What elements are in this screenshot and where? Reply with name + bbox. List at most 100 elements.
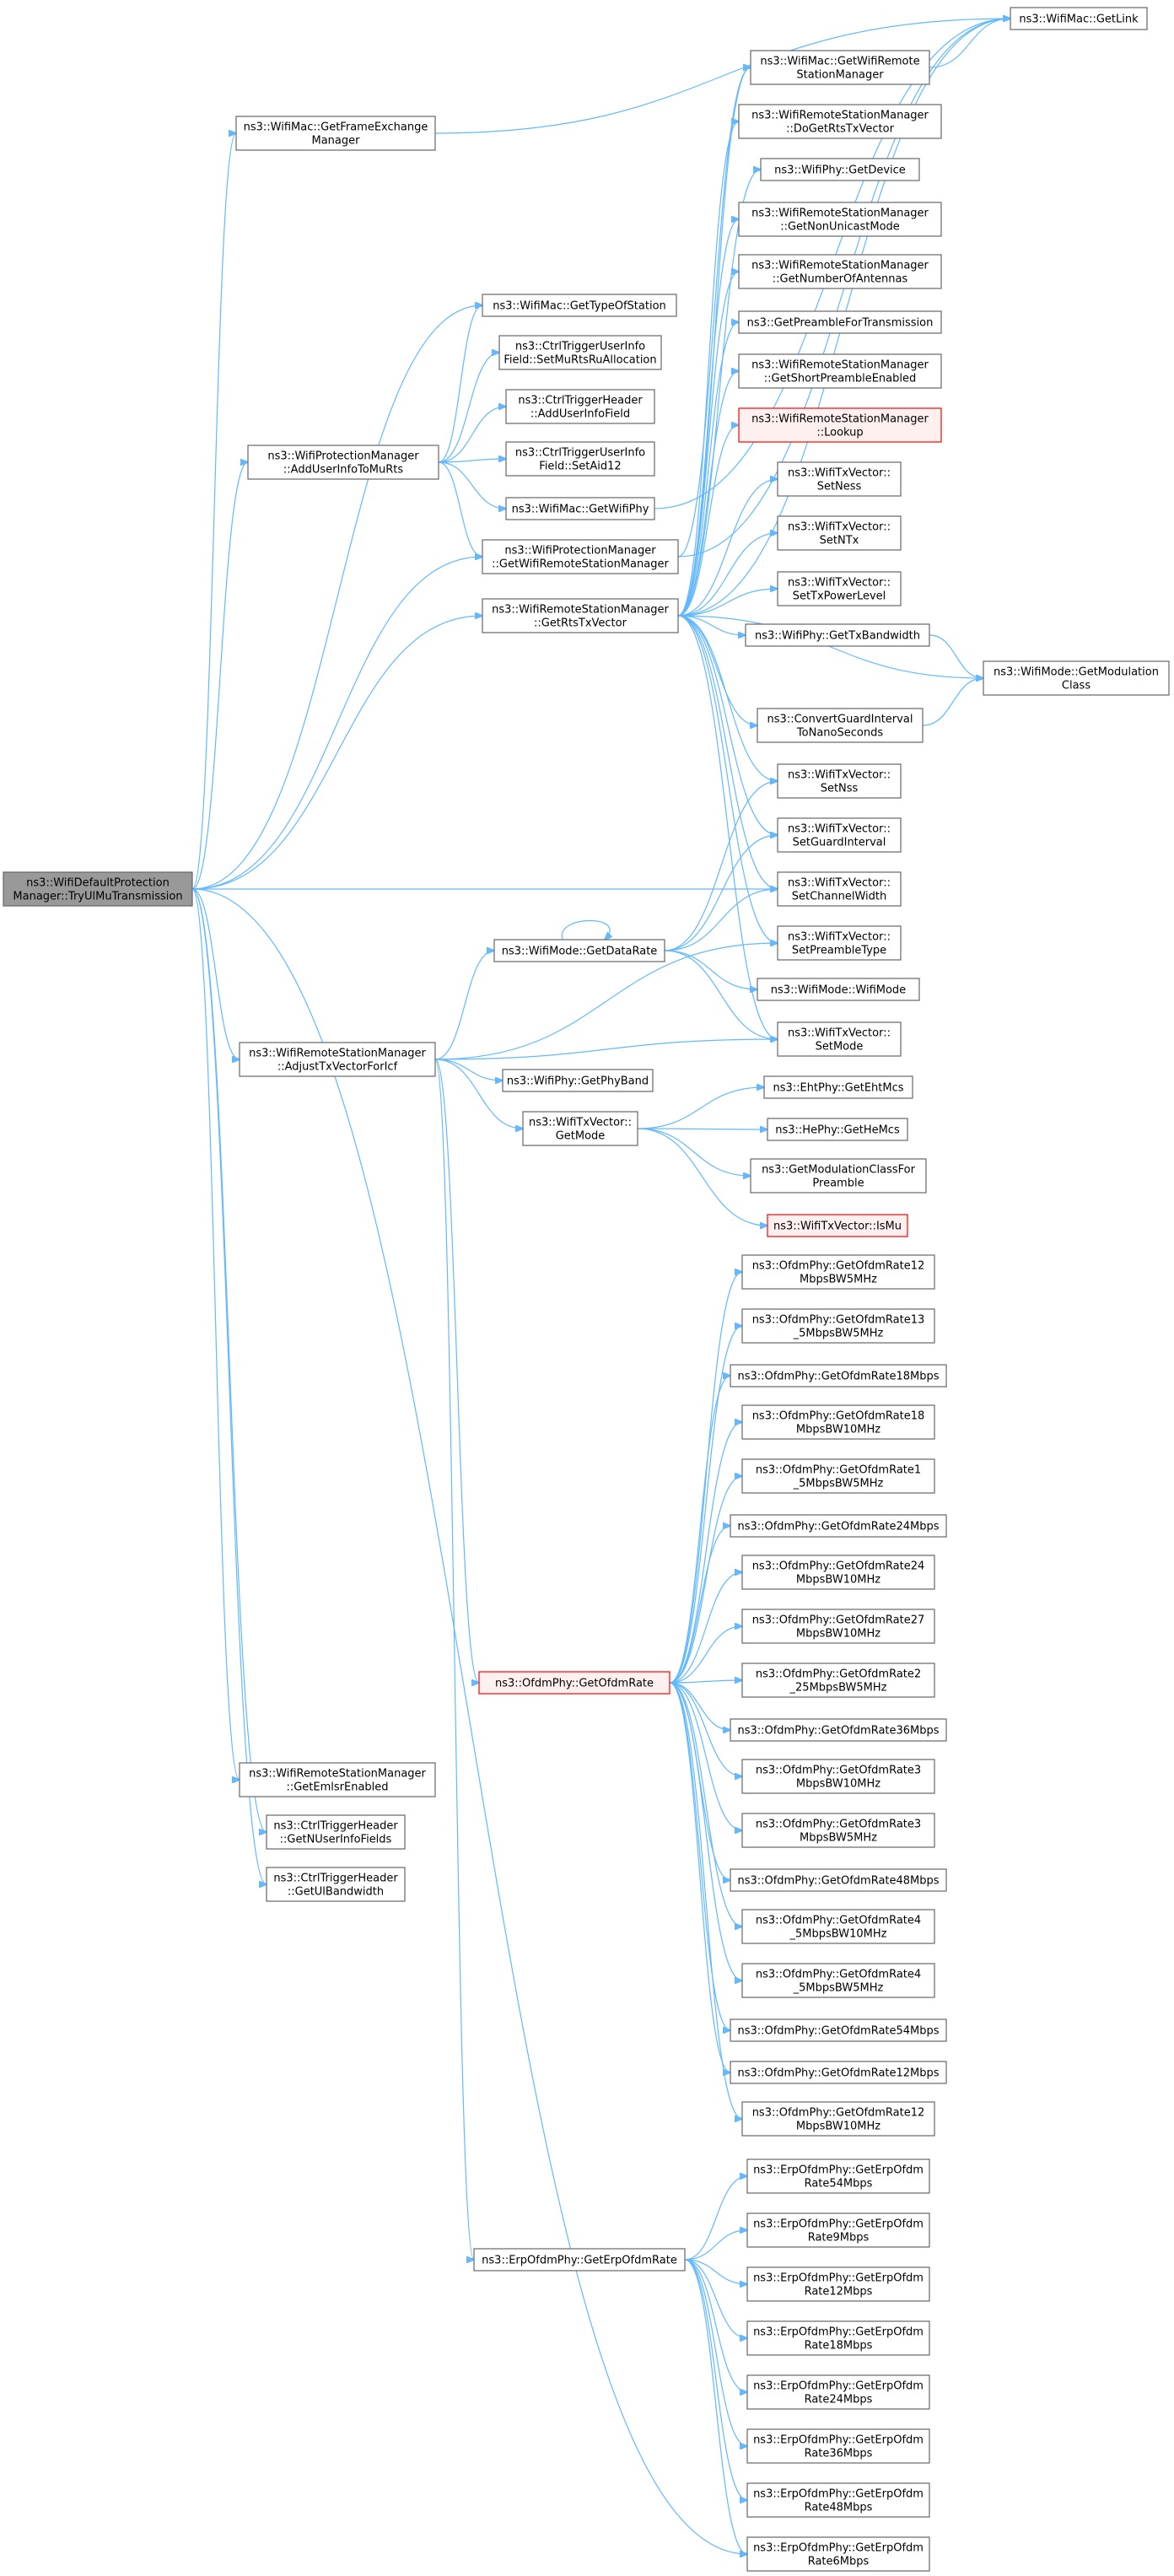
node-set-ness-top[interactable]: ns3::WifiTxVector::SetNess [777, 461, 902, 497]
node-set-preamble-type[interactable]: ns3::WifiTxVector::SetPreambleType [777, 925, 902, 961]
node-get-wifi-phy[interactable]: ns3::WifiMac::GetWifiPhy [505, 497, 655, 520]
node-label: ns3::WifiRemoteStationManager [751, 110, 929, 122]
node-label: Field::SetMuRtsRuAllocation [504, 354, 656, 367]
node-box [498, 335, 662, 370]
node-box [730, 2018, 947, 2042]
node-box [505, 497, 655, 520]
node-add-user-info-field[interactable]: ns3::CtrlTriggerHeader::AddUserInfoField [505, 389, 655, 424]
node-o48[interactable]: ns3::OfdmPhy::GetOfdmRate48Mbps [730, 1868, 947, 1892]
node-get-erp-ofdm-rate[interactable]: ns3::ErpOfdmPhy::GetErpOfdmRate [473, 2248, 686, 2272]
node-get-phy-band[interactable]: ns3::WifiPhy::GetPhyBand [502, 1069, 654, 1092]
edge-get-rts-tx-vector-to-set-preamble-type [677, 615, 778, 943]
edge-get-rts-tx-vector-to-set-ness-top [677, 479, 778, 617]
node-label: MbpsBW5MHz [800, 1274, 877, 1286]
node-get-eht-mcs[interactable]: ns3::EhtPhy::GetEhtMcs [763, 1075, 913, 1099]
node-label: ns3::ErpOfdmPhy::GetErpOfdm [753, 2164, 924, 2177]
node-o24[interactable]: ns3::OfdmPhy::GetOfdmRate24Mbps [730, 1514, 947, 1538]
node-get-preamble-for-transmission[interactable]: ns3::GetPreambleForTransmission [738, 310, 942, 334]
node-label: ::AddUserInfoToMuRts [283, 464, 403, 477]
node-root[interactable]: ns3::WifiDefaultProtectionManager::TryUl… [3, 871, 193, 907]
node-get-data-rate[interactable]: ns3::WifiMode::GetDataRate [493, 939, 665, 962]
node-o36[interactable]: ns3::OfdmPhy::GetOfdmRate36Mbps [730, 1718, 947, 1742]
node-set-guard-interval[interactable]: ns3::WifiTxVector::SetGuardInterval [777, 817, 902, 853]
edge-get-rts-tx-vector-to-do-get-rts-tx-vector [677, 121, 739, 617]
node-label: ns3::WifiPhy::GetPhyBand [507, 1075, 649, 1088]
node-set-mu-rts-ru-allocation[interactable]: ns3::CtrlTriggerUserInfoField::SetMuRtsR… [498, 335, 662, 370]
node-get-modulation-class[interactable]: ns3::WifiMode::GetModulationClass [983, 660, 1170, 696]
node-set-mode[interactable]: ns3::WifiTxVector::SetMode [777, 1021, 902, 1057]
edge-get-frame-exchange-manager-to-get-link [434, 19, 1010, 134]
node-get-number-of-antennas[interactable]: ns3::WifiRemoteStationManager::GetNumber… [738, 254, 942, 289]
node-box [757, 708, 924, 743]
node-get-wifi-remote-station-manager[interactable]: ns3::WifiMac::GetWifiRemoteStationManage… [750, 50, 930, 85]
node-add-user-info-to-mu-rts[interactable]: ns3::WifiProtectionManager::AddUserInfoT… [247, 445, 439, 480]
edge-get-rts-tx-vector-to-lookup [677, 425, 739, 617]
edge-get-ofdm-rate-to-o12-10 [669, 1682, 742, 2119]
node-lookup[interactable]: ns3::WifiRemoteStationManager::Lookup [738, 407, 942, 443]
node-tx-get-mode[interactable]: ns3::WifiTxVector::GetMode [522, 1111, 638, 1146]
node-get-short-preamble-enabled[interactable]: ns3::WifiRemoteStationManager::GetShortP… [738, 353, 942, 389]
edge-get-ofdm-rate-to-o24 [669, 1526, 730, 1684]
node-o4-5-5[interactable]: ns3::OfdmPhy::GetOfdmRate4_5MbpsBW5MHz [741, 1963, 935, 1998]
node-get-device[interactable]: ns3::WifiPhy::GetDevice [760, 158, 920, 181]
node-o1-5-5[interactable]: ns3::OfdmPhy::GetOfdmRate1_5MbpsBW5MHz [741, 1458, 935, 1494]
node-prot-get-wifi-remote-station-manager[interactable]: ns3::WifiProtectionManager::GetWifiRemot… [482, 539, 679, 574]
node-box [741, 1609, 935, 1644]
node-set-ntx[interactable]: ns3::WifiTxVector::SetNTx [777, 515, 902, 551]
node-o2-25-5[interactable]: ns3::OfdmPhy::GetOfdmRate2_25MbpsBW5MHz [741, 1663, 935, 1698]
node-set-nss[interactable]: ns3::WifiTxVector::SetNss [777, 763, 902, 799]
node-get-ul-bandwidth[interactable]: ns3::CtrlTriggerHeader::GetUlBandwidth [266, 1867, 406, 1902]
node-get-rts-tx-vector[interactable]: ns3::WifiRemoteStationManager::GetRtsTxV… [482, 598, 679, 633]
node-label: ns3::ConvertGuardInterval [767, 714, 913, 726]
node-get-type-of-station[interactable]: ns3::WifiMac::GetTypeOfStation [482, 294, 677, 317]
node-get-tx-bandwidth[interactable]: ns3::WifiPhy::GetTxBandwidth [745, 623, 930, 647]
node-label: ::GetUlBandwidth [288, 1886, 384, 1899]
node-get-nuser-info-fields[interactable]: ns3::CtrlTriggerHeader::GetNUserInfoFiel… [266, 1814, 406, 1850]
node-o18[interactable]: ns3::OfdmPhy::GetOfdmRate18Mbps [730, 1364, 947, 1388]
node-label: Rate9Mbps [808, 2232, 870, 2245]
node-o54[interactable]: ns3::OfdmPhy::GetOfdmRate54Mbps [730, 2018, 947, 2042]
node-do-get-rts-tx-vector[interactable]: ns3::WifiRemoteStationManager::DoGetRtsT… [738, 104, 942, 139]
node-o12[interactable]: ns3::OfdmPhy::GetOfdmRate12Mbps [730, 2061, 947, 2084]
node-get-link[interactable]: ns3::WifiMac::GetLink [1010, 7, 1148, 30]
node-get-non-unicast-mode[interactable]: ns3::WifiRemoteStationManager::GetNonUni… [738, 202, 942, 237]
node-o4-5-10[interactable]: ns3::OfdmPhy::GetOfdmRate4_5MbpsBW10MHz [741, 1909, 935, 1944]
node-get-ofdm-rate[interactable]: ns3::OfdmPhy::GetOfdmRate [478, 1671, 670, 1695]
edge-get-erp-ofdm-rate-to-e36 [684, 2259, 747, 2446]
node-set-tx-power-level[interactable]: ns3::WifiTxVector::SetTxPowerLevel [777, 571, 902, 606]
node-is-mu[interactable]: ns3::WifiTxVector::IsMu [767, 1214, 908, 1237]
node-box [745, 623, 930, 647]
node-set-channel-width[interactable]: ns3::WifiTxVector::SetChannelWidth [777, 871, 902, 907]
node-label: _5MbpsBW5MHz [793, 1982, 884, 1995]
node-label: ns3::WifiTxVector:: [788, 467, 891, 480]
edge-get-ofdm-rate-to-o18-10 [669, 1422, 742, 1684]
node-wifi-mode[interactable]: ns3::WifiMode::WifiMode [757, 978, 920, 1001]
node-o13-5-5[interactable]: ns3::OfdmPhy::GetOfdmRate13_5MbpsBW5MHz [741, 1308, 935, 1344]
node-label: ::DoGetRtsTxVector [786, 123, 895, 136]
node-get-emlsr-enabled[interactable]: ns3::WifiRemoteStationManager::GetEmlsrE… [239, 1762, 436, 1797]
node-label: ns3::OfdmPhy::GetOfdmRate13 [752, 1314, 925, 1327]
edge-get-ofdm-rate-to-o54 [669, 1682, 730, 2030]
node-adjust-tx-vector-for-icf[interactable]: ns3::WifiRemoteStationManager::AdjustTxV… [239, 1042, 436, 1077]
node-label: SetGuardInterval [793, 837, 886, 849]
node-get-he-mcs[interactable]: ns3::HePhy::GetHeMcs [767, 1118, 908, 1141]
